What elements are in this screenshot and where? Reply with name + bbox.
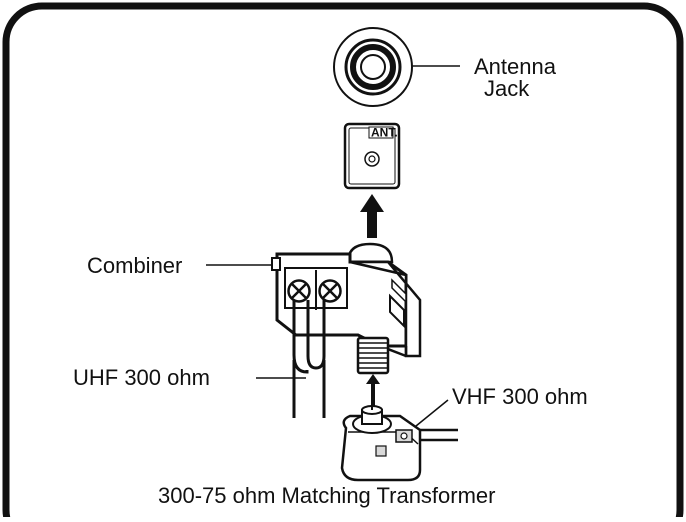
transformer-caption: 300-75 ohm Matching Transformer — [158, 483, 496, 508]
screw-icon-left — [287, 279, 311, 303]
antenna-jack-label-line2: Jack — [484, 76, 530, 101]
combiner-label: Combiner — [87, 253, 182, 278]
f-connector — [356, 336, 390, 375]
screw-icon-right — [318, 279, 342, 303]
ant-badge: ANT. — [371, 126, 398, 140]
arrow-up-icon-lower — [366, 374, 380, 407]
arrow-up-icon-upper — [360, 194, 384, 238]
vhf-leader — [415, 399, 449, 427]
ant-terminal: ANT. — [343, 122, 401, 190]
uhf-twin-lead — [292, 300, 326, 418]
uhf-label: UHF 300 ohm — [73, 365, 210, 390]
vhf-label: VHF 300 ohm — [452, 384, 588, 409]
antenna-jack — [333, 27, 413, 107]
antenna-jack-label-line1: Antenna — [474, 54, 557, 79]
matching-transformer — [340, 398, 458, 482]
